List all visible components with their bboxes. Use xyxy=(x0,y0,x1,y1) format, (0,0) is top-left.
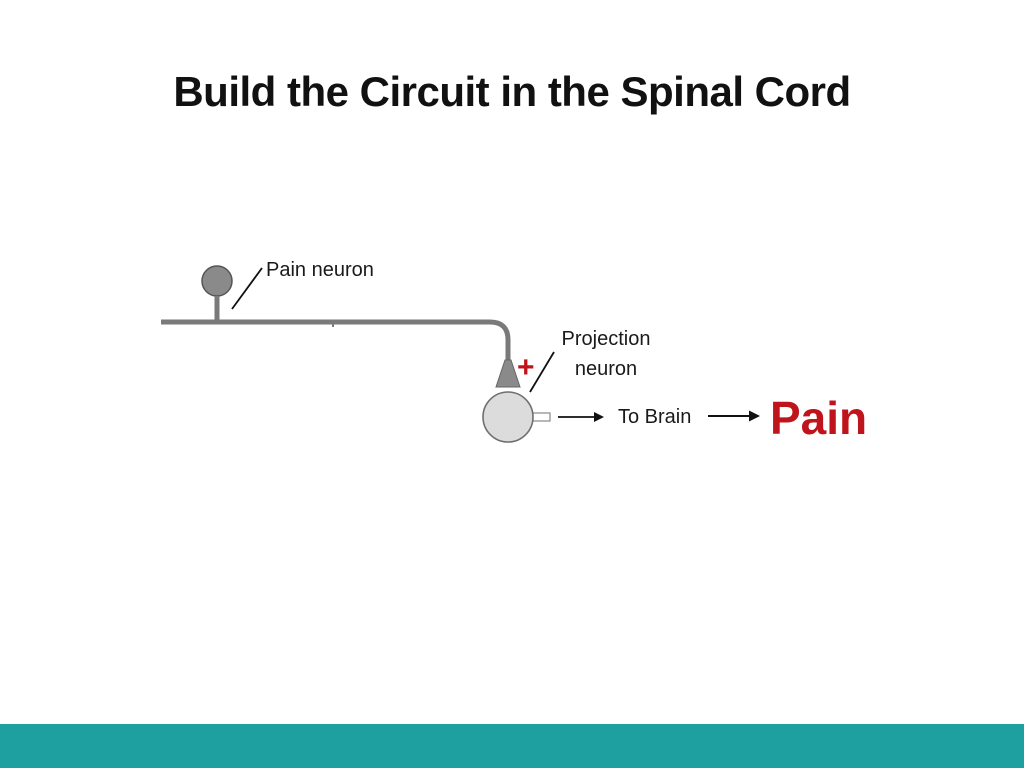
pain-neuron-label: Pain neuron xyxy=(266,259,374,281)
slide-title: Build the Circuit in the Spinal Cord xyxy=(173,68,851,115)
pain-neuron-cell-body xyxy=(201,265,233,297)
pain-neuron-pointer xyxy=(231,267,263,310)
projection-neuron-label-line1: Projection xyxy=(562,328,651,350)
projection-neuron-pointer xyxy=(529,351,555,393)
excitatory-plus-sign: + xyxy=(517,351,535,384)
footer-bar xyxy=(0,724,1024,768)
synaptic-terminal xyxy=(495,359,521,388)
projection-neuron xyxy=(482,391,551,443)
arrow-to-brain xyxy=(558,412,604,422)
pain-neuron-axon xyxy=(161,319,511,362)
projection-neuron-cell-body xyxy=(482,391,534,443)
arrow-to-pain xyxy=(708,410,760,422)
to-brain-label: To Brain xyxy=(618,406,691,428)
pain-outcome-label: Pain xyxy=(770,392,867,444)
pain-neuron xyxy=(161,265,521,388)
projection-neuron-label-line2: neuron xyxy=(575,358,637,380)
